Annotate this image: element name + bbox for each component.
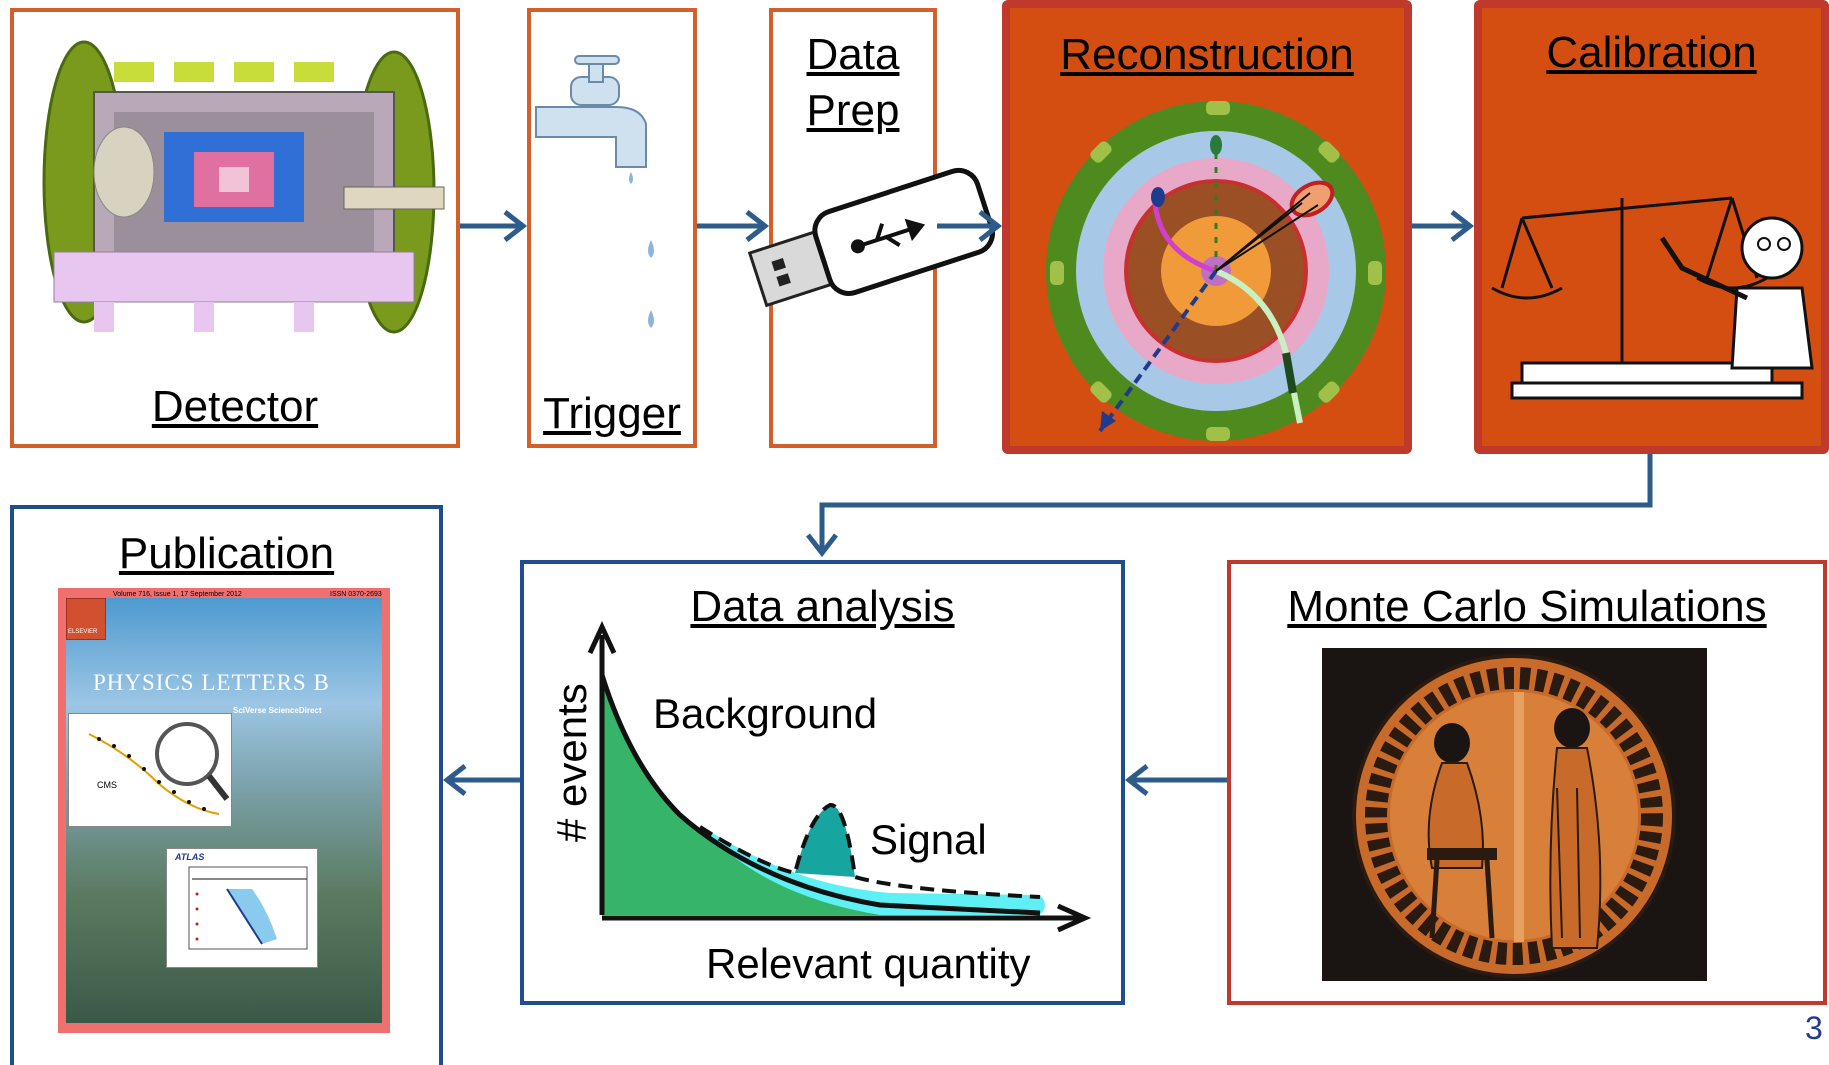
detector-image (42, 40, 445, 334)
detector-label: Detector (151, 382, 319, 431)
water-drop-icon (648, 310, 654, 328)
greek-kylix-image (1322, 648, 1707, 981)
analysis-plot (587, 621, 1092, 933)
usb-stick-icon (747, 167, 995, 308)
atlas-label: ATLAS (175, 852, 205, 862)
data-analysis-label: Data analysis (690, 582, 955, 631)
water-drop-icon (648, 240, 654, 258)
atlas-inset-plot: ATLAS (166, 848, 318, 968)
elsevier-logo-text: ELSEVIER (68, 629, 98, 635)
scientist-with-scale-illustration (1491, 196, 1814, 400)
background-distribution (602, 675, 1040, 915)
calibration-label: Calibration (1546, 28, 1757, 77)
monte-carlo-label: Monte Carlo Simulations (1287, 582, 1767, 631)
cover-sciverse: SciVerse ScienceDirect (233, 706, 322, 715)
data-analysis-box: Data analysis (520, 560, 1125, 1005)
x-axis-label: Relevant quantity (706, 940, 1031, 987)
event-display (1046, 101, 1386, 441)
calibration-box: Calibration (1474, 0, 1829, 454)
publication-box: Publication (10, 505, 443, 1065)
reconstruction-label: Reconstruction (1060, 30, 1354, 79)
page-number: 3 (1805, 1010, 1823, 1046)
publication-label: Publication (118, 529, 335, 578)
water-drop-icon (629, 172, 633, 184)
reconstruction-box: Reconstruction (1002, 0, 1412, 454)
background-label: Background (653, 690, 878, 737)
cover-header-right: ISSN 0370-2693 (330, 591, 382, 598)
journal-cover: Volume 716, Issue 1, 17 September 2012 I… (58, 588, 390, 1033)
cover-header-left: Volume 716, Issue 1, 17 September 2012 (113, 591, 242, 598)
cover-title: PHYSICS LETTERS B (93, 670, 330, 695)
cms-label: CMS (97, 780, 117, 790)
trigger-label: Trigger (543, 389, 681, 438)
faucet-icon (535, 55, 654, 328)
trigger-box: Trigger (527, 8, 697, 448)
detector-box: Detector (10, 8, 460, 448)
signal-peak (795, 804, 855, 877)
cms-inset-plot: CMS (68, 713, 232, 827)
data-prep-label-line1: Data (806, 30, 900, 79)
data-prep-label-line2: Prep (806, 86, 900, 135)
arrow-calibration-to-analysis (819, 454, 1653, 550)
signal-label: Signal (870, 816, 987, 863)
elsevier-logo: ELSEVIER (66, 598, 106, 640)
monte-carlo-box: Monte Carlo Simulations (1227, 560, 1827, 1005)
